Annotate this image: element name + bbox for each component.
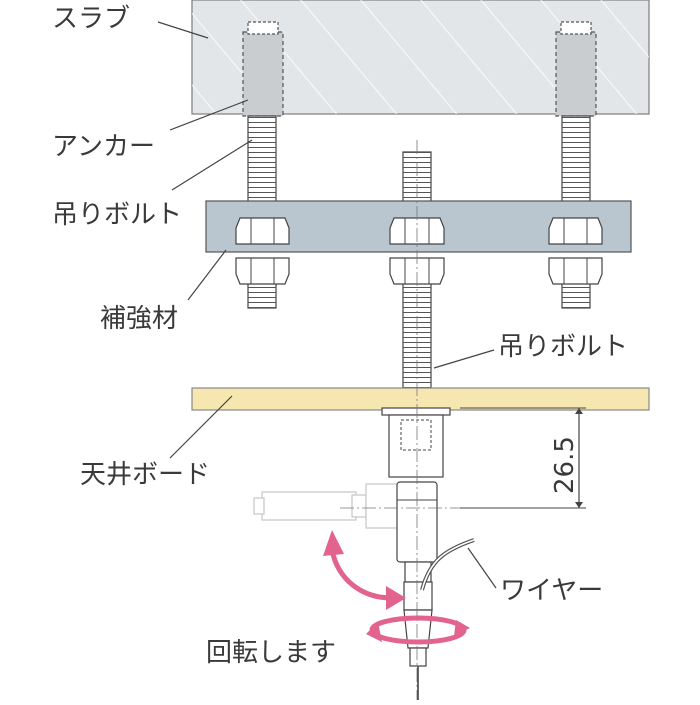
label-rotates: 回転します: [206, 638, 337, 668]
anchor-left: [242, 21, 284, 117]
dimension-26-5: [460, 407, 586, 509]
nut-lower-left: [235, 257, 290, 285]
ceiling-board: [191, 387, 650, 411]
label-slab: スラブ: [52, 4, 131, 34]
nut-upper-left: [235, 217, 290, 245]
label-ceiling-board: 天井ボード: [80, 460, 211, 490]
label-wire: ワイヤー: [500, 576, 604, 606]
label-anchor: アンカー: [52, 132, 155, 162]
fixture-ghost: [253, 483, 407, 529]
fixture-body: [381, 407, 451, 478]
dimension-label: 26.5: [550, 436, 580, 494]
nut-upper-right: [548, 217, 603, 245]
label-hanging-bolt-top: 吊りボルト: [52, 200, 183, 230]
label-hanging-bolt-mid: 吊りボルト: [498, 332, 629, 362]
nut-lower-right: [548, 257, 603, 285]
label-reinforcement: 補強材: [100, 304, 179, 334]
rotate-arrow-spin: [366, 615, 470, 645]
rotate-arrow-swing: [323, 530, 406, 610]
nut-lower-mid: [389, 257, 445, 285]
anchor-right: [555, 21, 597, 117]
leader-lines: [157, 21, 497, 589]
